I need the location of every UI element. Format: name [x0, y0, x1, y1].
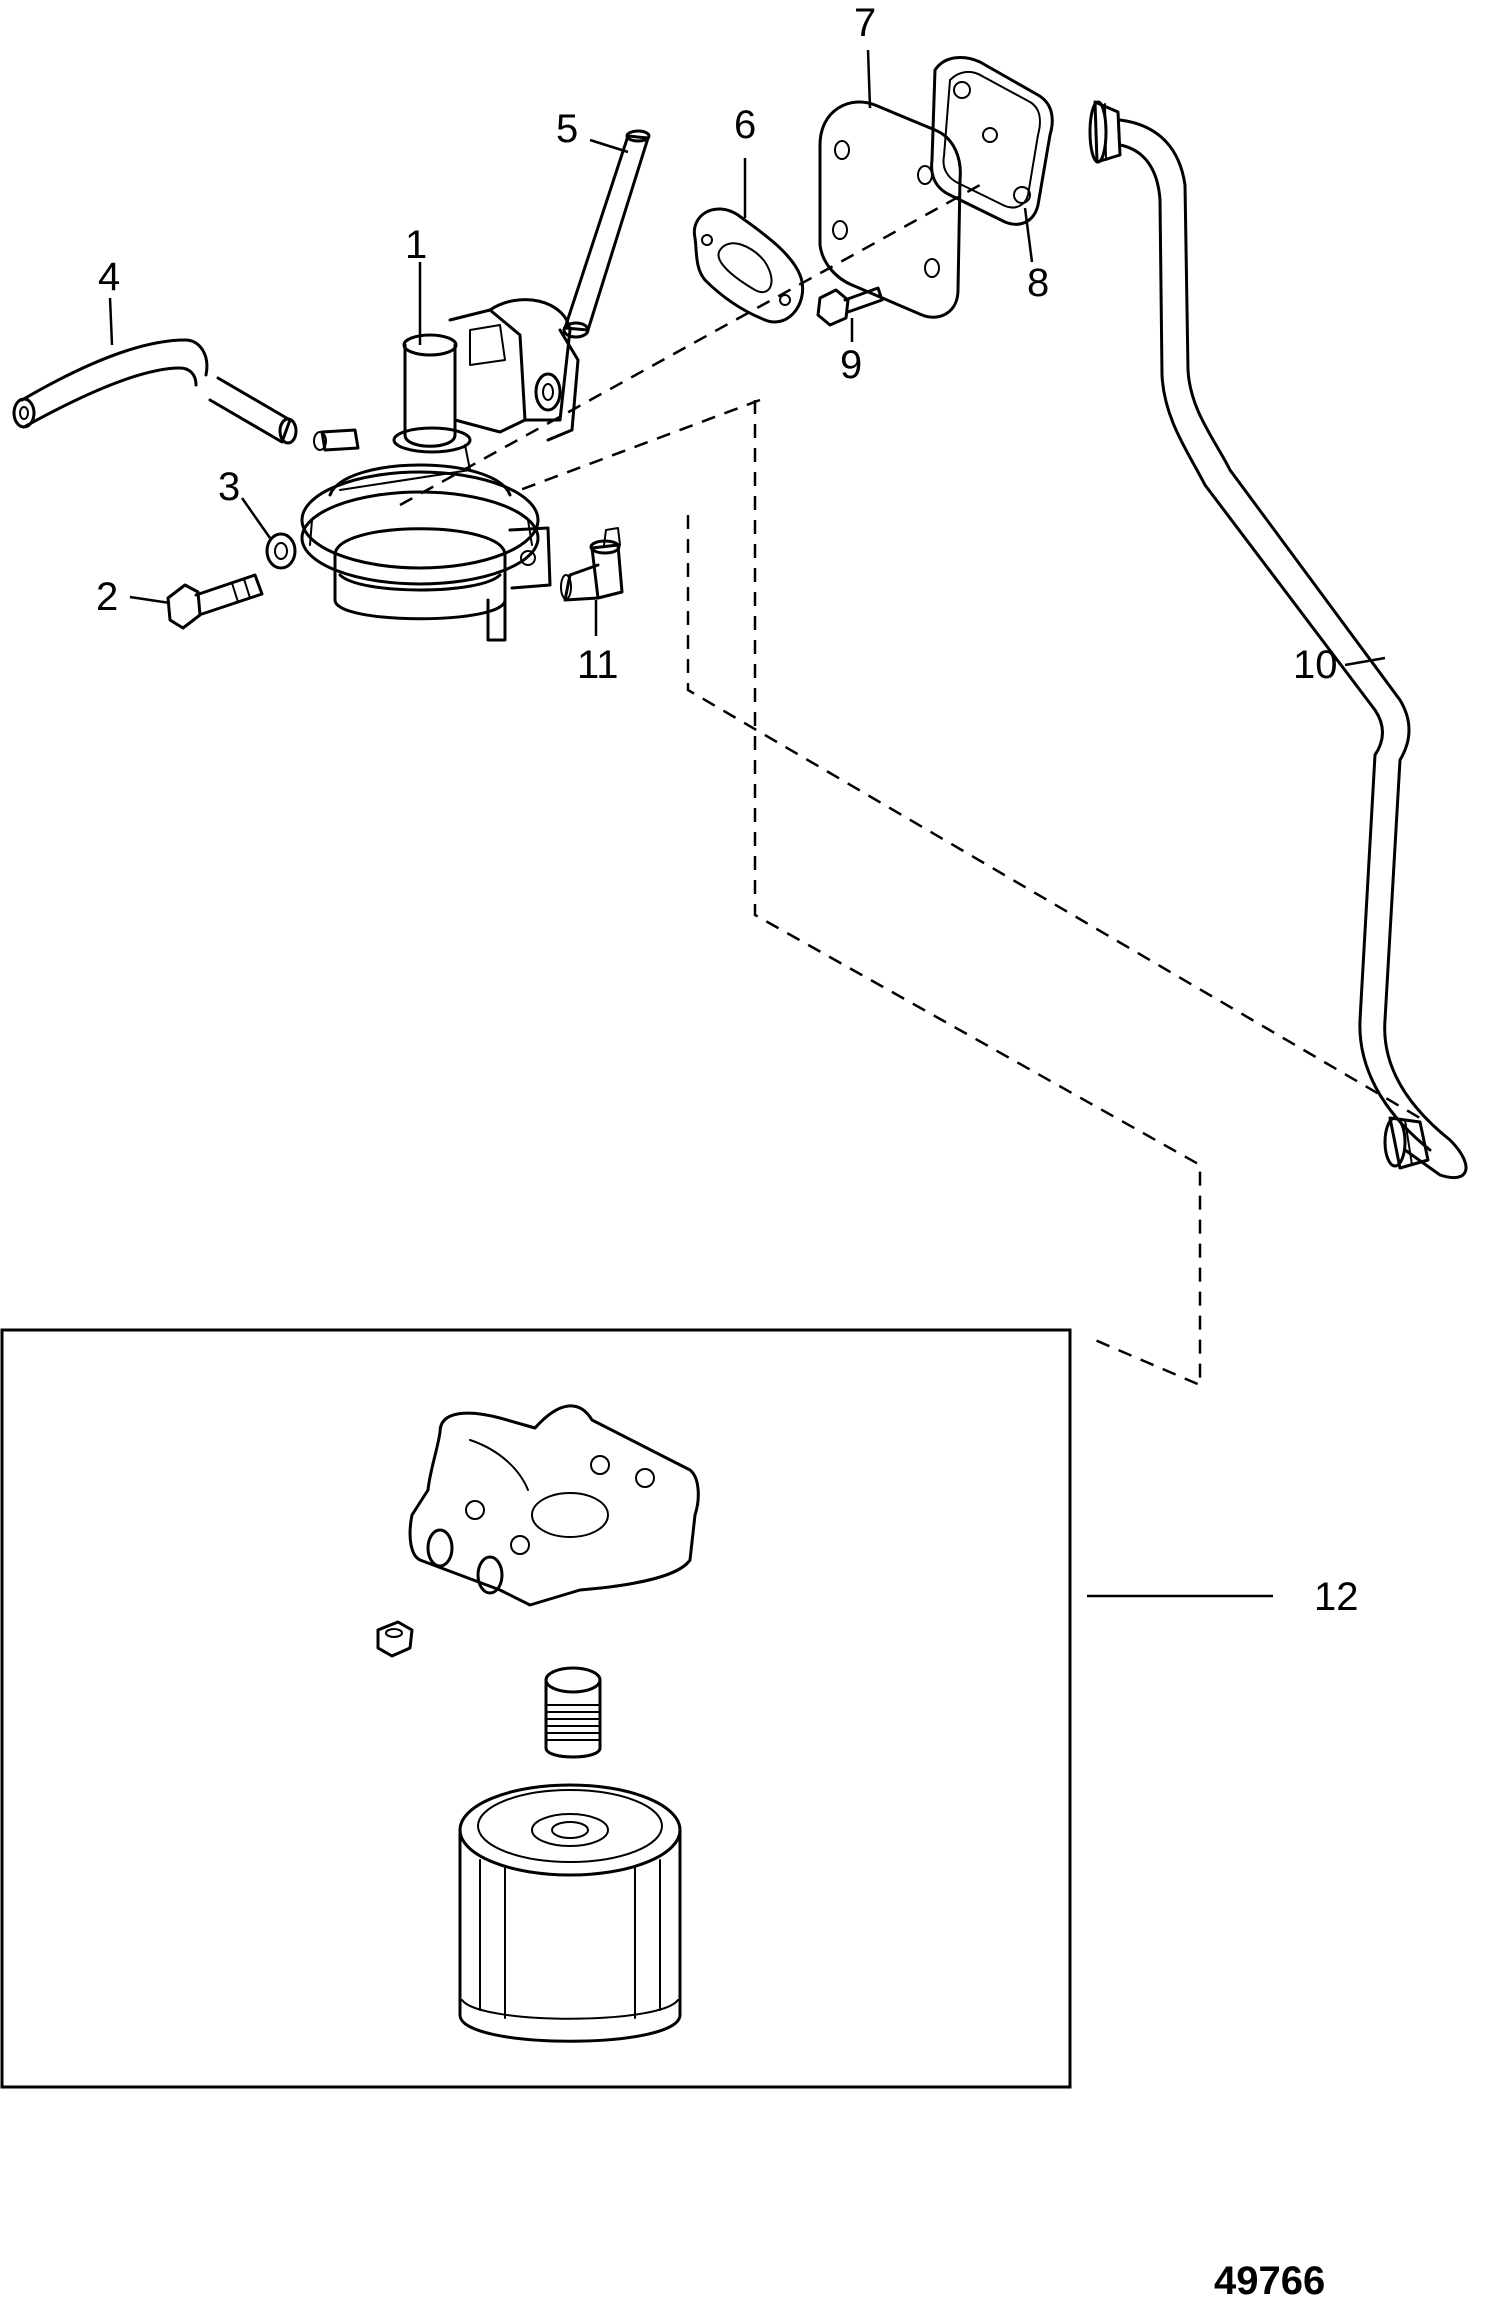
callout-12: 12 [1314, 1575, 1359, 1619]
callout-6: 6 [734, 103, 756, 147]
vent-tube-part-5 [562, 129, 651, 339]
figure-number: 49766 [1214, 2259, 1325, 2303]
fuel-filter-canister [458, 1783, 682, 2043]
assembly-dashed-lines [399, 183, 1421, 1387]
screw-part-9 [816, 286, 884, 327]
callout-11: 11 [577, 643, 619, 687]
mounting-plate-part-7 [818, 100, 962, 319]
gasket-part-8 [930, 56, 1054, 226]
callout-5: 5 [556, 107, 578, 151]
fuel-line-part-10 [1088, 100, 1468, 1180]
callout-2: 2 [96, 575, 118, 619]
bolt-part-2 [166, 573, 264, 630]
leader-lines [108, 49, 1386, 1598]
callout-3: 3 [218, 465, 240, 509]
callout-8: 8 [1027, 261, 1049, 305]
filter-assembly-frame [0, 1328, 1072, 2089]
callout-4: 4 [98, 255, 120, 299]
callout-10: 10 [1293, 643, 1338, 687]
washer-part-3 [265, 532, 297, 570]
callout-1: 1 [405, 223, 427, 267]
filter-head [408, 1404, 700, 1607]
filter-plug [376, 1620, 414, 1658]
filter-nipple [544, 1666, 602, 1759]
callout-labels: 1 2 3 4 5 6 7 8 9 10 11 12 49766 [96, 1, 1359, 2303]
elbow-fitting-part-11 [560, 527, 624, 602]
gasket-part-6 [692, 207, 805, 324]
fuel-pump [300, 298, 580, 642]
callout-9: 9 [840, 343, 862, 387]
hose-part-4 [12, 338, 298, 445]
callout-7: 7 [854, 1, 876, 45]
